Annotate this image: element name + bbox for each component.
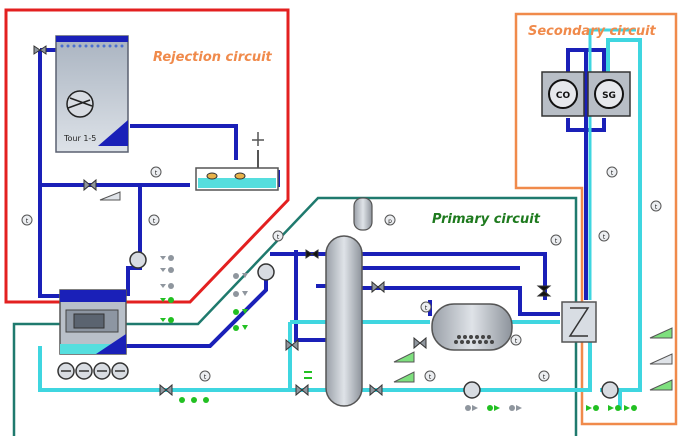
primary-circuit-label: Primary circuit <box>432 212 541 227</box>
svg-text:t: t <box>204 374 207 381</box>
valve-icon[interactable] <box>369 383 383 397</box>
horizontal-tank <box>431 303 513 351</box>
svg-text:t: t <box>153 218 156 225</box>
valve-icon[interactable] <box>536 285 552 297</box>
svg-text:t: t <box>655 204 658 211</box>
temperature-sensor[interactable]: t <box>550 234 562 246</box>
pump-icon[interactable] <box>257 263 275 281</box>
svg-text:t: t <box>543 374 546 381</box>
tower-label: Tour 1-5 <box>63 134 96 143</box>
valve-icon[interactable] <box>413 336 427 350</box>
valve-icon[interactable] <box>159 383 173 397</box>
svg-text:t: t <box>277 234 280 241</box>
temperature-sensor[interactable]: t <box>538 370 550 382</box>
temperature-sensor[interactable]: t <box>420 301 432 313</box>
valve-icon[interactable] <box>295 383 309 397</box>
rejection-circuit-border <box>4 8 290 304</box>
level-indicators <box>99 191 673 391</box>
temperature-sensor[interactable]: t <box>150 166 162 178</box>
svg-text:t: t <box>26 218 29 225</box>
cooling-tower[interactable]: Tour 1-5 <box>55 35 129 153</box>
pump-icon[interactable] <box>463 381 481 399</box>
steam-generator-label: SG <box>602 91 616 101</box>
svg-text:t: t <box>425 305 428 312</box>
pressure-sensor[interactable]: p <box>384 214 396 226</box>
valve-icon[interactable] <box>305 249 319 259</box>
temperature-sensor[interactable]: t <box>272 230 284 242</box>
sensors: t t t t p t t t t t t t t t <box>21 166 662 382</box>
rejection-circuit-label: Rejection circuit <box>153 50 273 65</box>
rejection-basin <box>195 132 279 191</box>
valve-icon[interactable] <box>83 178 97 192</box>
temperature-sensor[interactable]: t <box>148 214 160 226</box>
svg-text:t: t <box>155 170 158 177</box>
temperature-sensor[interactable]: t <box>21 214 33 226</box>
temperature-sensor[interactable]: t <box>510 334 522 346</box>
svg-text:t: t <box>555 238 558 245</box>
svg-text:t: t <box>515 338 518 345</box>
valve-icon[interactable] <box>371 280 385 294</box>
heat-exchanger[interactable] <box>561 301 597 343</box>
svg-text:t: t <box>429 374 432 381</box>
spray-nozzles <box>60 44 124 48</box>
steam-generator-unit[interactable]: SG <box>587 71 631 117</box>
chiller-unit[interactable] <box>59 289 127 355</box>
temperature-sensor[interactable]: t <box>424 370 436 382</box>
status-indicators <box>160 255 637 411</box>
pump-icon[interactable] <box>129 251 147 269</box>
svg-text:t: t <box>603 234 606 241</box>
pump-row <box>57 362 129 380</box>
temperature-sensor[interactable]: t <box>606 166 618 178</box>
svg-text:p: p <box>388 218 392 225</box>
pump-icon[interactable] <box>601 381 619 399</box>
temperature-sensor[interactable]: t <box>598 230 610 242</box>
primary-circuit-border <box>12 196 578 436</box>
condenser-label: CO <box>556 91 571 101</box>
temperature-sensor[interactable]: t <box>650 200 662 212</box>
secondary-circuit-label: Secondary circuit <box>528 24 657 39</box>
primary-column <box>325 235 363 407</box>
cold-pipes-inner <box>588 28 636 300</box>
cold-pipes <box>38 38 642 410</box>
temperature-sensor[interactable]: t <box>199 370 211 382</box>
valve-icon[interactable] <box>285 338 299 352</box>
condenser-unit[interactable]: CO <box>541 71 585 117</box>
secondary-circuit-border <box>514 12 678 426</box>
valve-icon[interactable] <box>33 45 47 55</box>
pressurizer <box>353 197 373 231</box>
svg-text:t: t <box>611 170 614 177</box>
